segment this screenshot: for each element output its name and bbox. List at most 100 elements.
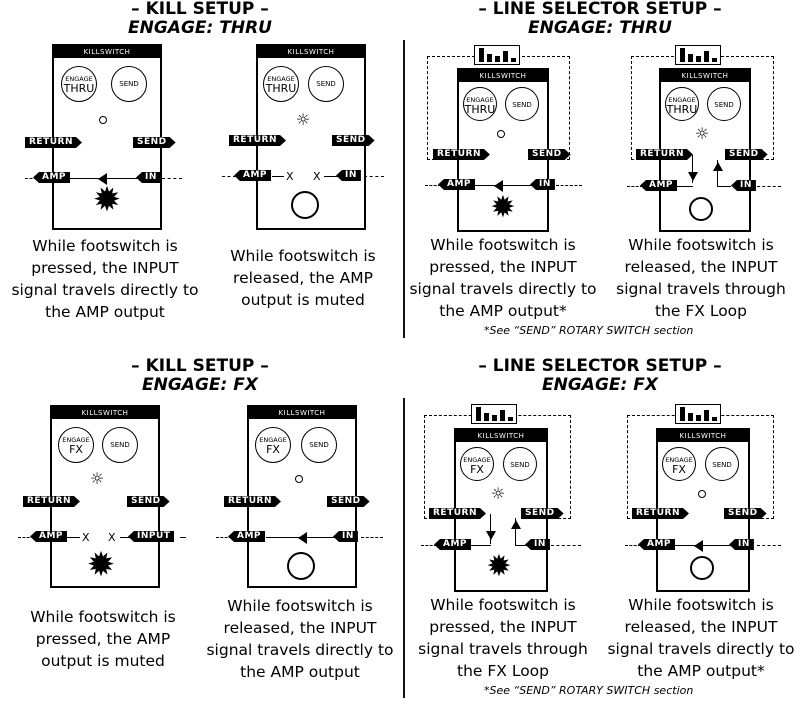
section-title-line-thru: – LINE SELECTOR SETUP – ENGAGE: THRU (470, 0, 730, 38)
footswitch-pressed-icon: ✹ (490, 190, 516, 225)
send-route-line (717, 160, 718, 186)
signal-dash-left (625, 545, 641, 546)
signal-line (674, 545, 732, 546)
return-to-amp-line (674, 186, 693, 187)
in-tag: IN (729, 539, 754, 550)
footswitch-released-icon (690, 556, 714, 580)
vertical-divider-bottom (403, 398, 405, 698)
caption: While footswitch is released, the AMP ou… (230, 247, 376, 309)
signal-arrow-icon (298, 532, 307, 544)
pedal-header: KILLSWITCH (661, 70, 749, 82)
signal-arrow-icon (694, 540, 703, 552)
amp-tag: AMP (434, 539, 472, 550)
send-tag: SEND (327, 496, 370, 507)
send-tag: SEND (521, 508, 564, 519)
engage-mode-label: FX (470, 463, 484, 476)
return-tag: RETURN (632, 508, 689, 519)
send-knob-label: SEND (110, 441, 130, 449)
title-text: – KILL SETUP – (131, 356, 269, 376)
mute-x-icon: X (82, 531, 90, 544)
engage-knob: ENGAGE THRU (463, 87, 497, 121)
engage-mode-label: FX (266, 443, 280, 456)
send-knob: SEND (308, 66, 344, 102)
caption: While footswitch is pressed, the INPUT s… (418, 596, 588, 680)
caption: While footswitch is pressed, the INPUT s… (11, 237, 199, 321)
engage-knob: ENGAGE FX (255, 427, 291, 463)
pedal-header: KILLSWITCH (52, 407, 158, 419)
signal-dash-right (757, 186, 781, 187)
in-tag: IN (731, 180, 756, 191)
engage-knob: ENGAGE FX (662, 447, 696, 481)
engage-mode-label: THRU (63, 82, 95, 95)
title-text: – LINE SELECTOR SETUP – (478, 356, 722, 376)
send-arrow-icon (511, 520, 521, 529)
return-tag: RETURN (23, 496, 80, 507)
amp-tag: AMP (638, 539, 676, 550)
in-to-send-line (717, 186, 731, 187)
signal-dash-right (180, 537, 186, 538)
send-knob: SEND (503, 447, 537, 481)
send-knob: SEND (111, 66, 147, 102)
signal-dash-left (25, 178, 37, 179)
led-on-icon: ☼ (490, 484, 506, 503)
signal-dash-right (556, 185, 582, 186)
send-knob: SEND (505, 87, 539, 121)
caption: While footswitch is released, the INPUT … (616, 236, 786, 320)
in-tag: IN (525, 539, 550, 550)
amp-tag: AMP (33, 172, 71, 183)
section-title-kill-thru: – KILL SETUP – ENGAGE: THRU (100, 0, 300, 38)
footswitch-pressed-icon: ✹ (92, 180, 122, 220)
signal-line-left (272, 176, 284, 177)
return-to-amp-line (470, 545, 491, 546)
led-on-icon: ☼ (295, 110, 311, 129)
engage-label: ENGAGE (65, 75, 93, 83)
amp-tag: AMP (228, 531, 266, 542)
return-tag: RETURN (224, 496, 281, 507)
engage-label: ENGAGE (466, 96, 494, 104)
send-knob-label: SEND (119, 80, 139, 88)
line-selector-icon (474, 45, 520, 65)
footswitch-released-icon (689, 197, 713, 221)
signal-arrow-icon (494, 180, 503, 192)
caption: While footswitch is released, the INPUT … (206, 597, 394, 681)
led-on-icon: ☼ (89, 469, 105, 488)
footswitch-pressed-icon: ✹ (86, 545, 116, 585)
signal-dash-left (421, 545, 437, 546)
signal-dash-right (364, 176, 384, 177)
signal-dash-right (162, 178, 182, 179)
footswitch-pressed-icon: ✹ (486, 549, 512, 584)
signal-arrow-icon (98, 173, 107, 185)
signal-dash-left (216, 537, 232, 538)
send-knob-label: SEND (712, 461, 732, 469)
footswitch-released-icon (287, 552, 315, 580)
amp-tag: AMP (30, 531, 68, 542)
signal-dash-right (361, 537, 383, 538)
send-knob: SEND (705, 447, 739, 481)
send-knob-label: SEND (316, 80, 336, 88)
signal-dash-right (551, 545, 581, 546)
return-tag: RETURN (433, 149, 490, 160)
engage-knob: ENGAGE FX (460, 447, 494, 481)
amp-tag: AMP (438, 179, 476, 190)
send-knob: SEND (301, 427, 337, 463)
send-tag: SEND (332, 135, 375, 146)
caption: While footswitch is released, the INPUT … (607, 596, 795, 680)
subtitle-text: ENGAGE: FX (542, 375, 658, 395)
engage-mode-label: FX (69, 443, 83, 456)
pedal-header: KILLSWITCH (258, 46, 364, 58)
send-knob-label: SEND (714, 101, 734, 109)
footnote: *See “SEND” ROTARY SWITCH section (484, 684, 694, 697)
send-knob-label: SEND (510, 461, 530, 469)
led-off-icon (497, 130, 505, 138)
in-tag: IN (136, 172, 161, 183)
section-title-kill-fx: – KILL SETUP – ENGAGE: FX (100, 357, 300, 395)
line-selector-icon (675, 45, 721, 65)
led-off-icon (295, 475, 303, 483)
engage-label: ENGAGE (267, 75, 295, 83)
return-arrow-icon (486, 531, 496, 540)
engage-label: ENGAGE (463, 456, 491, 464)
signal-line-left (66, 537, 80, 538)
line-selector-icon (675, 404, 721, 424)
input-tag: INPUT (128, 531, 175, 542)
signal-line (474, 185, 532, 186)
